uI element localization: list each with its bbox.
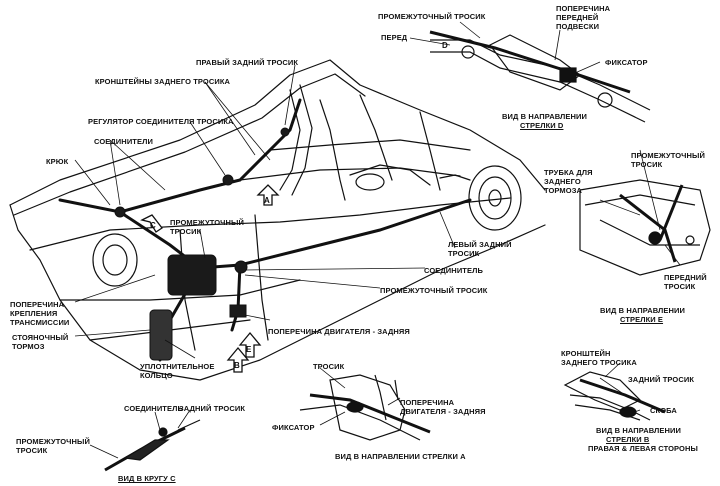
label-arrow-b: СТРЕЛКИ В (606, 435, 650, 444)
label-rear-cable-c: ЗАДНИЙ ТРОСИК (179, 404, 246, 413)
arrow-letter-d: D (442, 41, 448, 50)
label-arrow-e: СТРЕЛКИ Е (620, 315, 664, 324)
label-front-cable: ПЕРЕДНИЙ ТРОСИК (664, 273, 707, 291)
label-connector-c: СОЕДИНИТЕЛЬ (124, 404, 183, 413)
arrow-b-shape (226, 346, 250, 373)
label-retainer-a: ФИКСАТОР (272, 423, 315, 432)
label-hook: КРЮК (46, 157, 69, 166)
label-cable-connector-regulator: РЕГУЛЯТОР СОЕДИНИТЕЛЯ ТРОСИКА (88, 117, 234, 126)
rear-brake-drum (439, 165, 522, 231)
arrow-letter-c: C (150, 221, 156, 230)
label-connectors: СОЕДИНИТЕЛИ (94, 137, 153, 146)
label-intermediate-cable-bottom: ПРОМЕЖУТОЧНЫЙ ТРОСИК (380, 286, 488, 295)
label-rear-brake-tube: ТРУБКА ДЛЯ ЗАДНЕГО ТОРМОЗА (544, 168, 593, 195)
label-front-susp-crossmember: ПОПЕРЕЧИНА ПЕРЕДНЕЙ ПОДВЕСКИ (556, 4, 611, 31)
label-rear-cable-brackets: КРОНШТЕЙНЫ ЗАДНЕГО ТРОСИКА (95, 77, 231, 86)
arrow-letter-b: B (234, 361, 240, 370)
leader-lines (74, 21, 681, 459)
cable-components (114, 127, 290, 361)
label-view-a: ВИД В НАПРАВЛЕНИИ СТРЕЛКИ А (335, 452, 466, 461)
arrow-letter-e: E (246, 345, 252, 354)
label-arrow-d: СТРЕЛКИ D (520, 121, 564, 130)
rear-suspension (279, 84, 431, 196)
arrow-c-shape (140, 214, 163, 233)
label-engine-crossmember-rear: ПОПЕРЕЧИНА ДВИГАТЕЛЯ - ЗАДНЯЯ (268, 327, 410, 336)
label-intermediate-cable-mid: ПРОМЕЖУТОЧНЫЙ ТРОСИК (170, 218, 244, 236)
label-clamp-b: СКОБА (650, 406, 677, 415)
label-parking-brake: СТОЯНОЧНЫЙ ТОРМОЗ (12, 333, 69, 351)
label-both-sides-b: ПРАВАЯ & ЛЕВАЯ СТОРОНЫ (588, 444, 698, 453)
inset-view-e (579, 179, 711, 276)
view-arrows (140, 184, 280, 373)
label-view-d: ВИД В НАПРАВЛЕНИИ (502, 112, 588, 121)
label-connector: СОЕДИНИТЕЛЬ (424, 266, 483, 275)
label-intermediate-cable-right: ПРОМЕЖУТОЧНЫЙ ТРОСИК (631, 151, 705, 169)
arrow-a-shape (256, 184, 280, 206)
label-seal-ring: УПЛОТНИТЕЛЬНОЕ КОЛЬЦО (140, 362, 215, 380)
label-view-e: ВИД В НАПРАВЛЕНИИ (600, 306, 686, 315)
label-left-rear-cable: ЛЕВЫЙ ЗАДНИЙ ТРОСИК (448, 240, 512, 258)
label-engine-crossmember-a: ПОПЕРЕЧИНА ДВИГАТЕЛЯ - ЗАДНЯЯ (400, 398, 486, 416)
label-rear-cable-b: ЗАДНИЙ ТРОСИК (628, 375, 695, 384)
inset-view-a (299, 374, 431, 441)
label-front: ПЕРЕД (381, 33, 408, 42)
label-intermediate-cable-c: ПРОМЕЖУТОЧНЫЙ ТРОСИК (16, 437, 90, 455)
label-right-rear-cable: ПРАВЫЙ ЗАДНИЙ ТРОСИК (196, 58, 299, 67)
label-rear-cable-bracket-b: КРОНШТЕЙН ЗАДНЕГО ТРОСИКА (561, 349, 637, 367)
arrow-e-shape (238, 331, 262, 358)
front-wheel (92, 233, 138, 287)
label-intermediate-cable-top: ПРОМЕЖУТОЧНЫЙ ТРОСИК (378, 12, 486, 21)
label-transmission-crossmember: ПОПЕРЕЧИНА КРЕПЛЕНИЯ ТРАНСМИССИИ (10, 300, 70, 327)
label-cable-a: ТРОСИК (313, 362, 345, 371)
inset-view-d (429, 30, 651, 123)
label-view-b: ВИД В НАПРАВЛЕНИИ (596, 426, 682, 435)
arrow-letter-a: A (264, 196, 270, 205)
label-retainer-top: ФИКСАТОР (605, 58, 648, 67)
label-view-c: ВИД В КРУГУ С (118, 474, 176, 483)
inset-view-c (104, 419, 201, 472)
